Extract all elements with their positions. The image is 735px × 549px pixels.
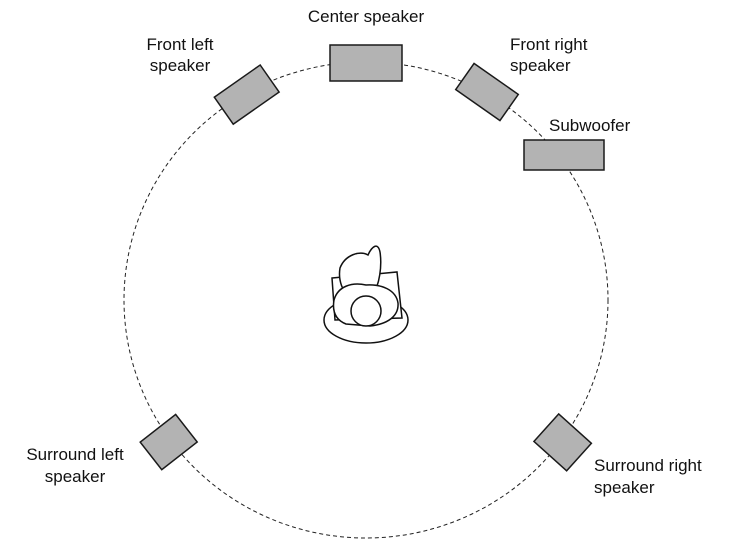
surround-right-label-line1: Surround right <box>594 456 702 475</box>
front-right-label-line2: speaker <box>510 56 571 75</box>
front-right-speaker <box>454 62 520 122</box>
subwoofer-label: Subwoofer <box>549 116 631 135</box>
front-left-label-line2: speaker <box>150 56 211 75</box>
surround-left-speaker <box>139 413 199 471</box>
surround-left-label-line1: Surround left <box>26 445 124 464</box>
center-speaker <box>329 44 403 82</box>
front-left-speaker <box>213 63 281 126</box>
surround-right-speaker <box>532 412 593 472</box>
center-speaker-label: Center speaker <box>308 7 425 26</box>
front-left-label-line1: Front left <box>146 35 213 54</box>
front-right-label-line1: Front right <box>510 35 588 54</box>
surround-left-label-line2: speaker <box>45 467 106 486</box>
subwoofer <box>523 139 605 171</box>
listener-in-armchair-icon <box>323 245 409 344</box>
surround-right-label-line2: speaker <box>594 478 655 497</box>
